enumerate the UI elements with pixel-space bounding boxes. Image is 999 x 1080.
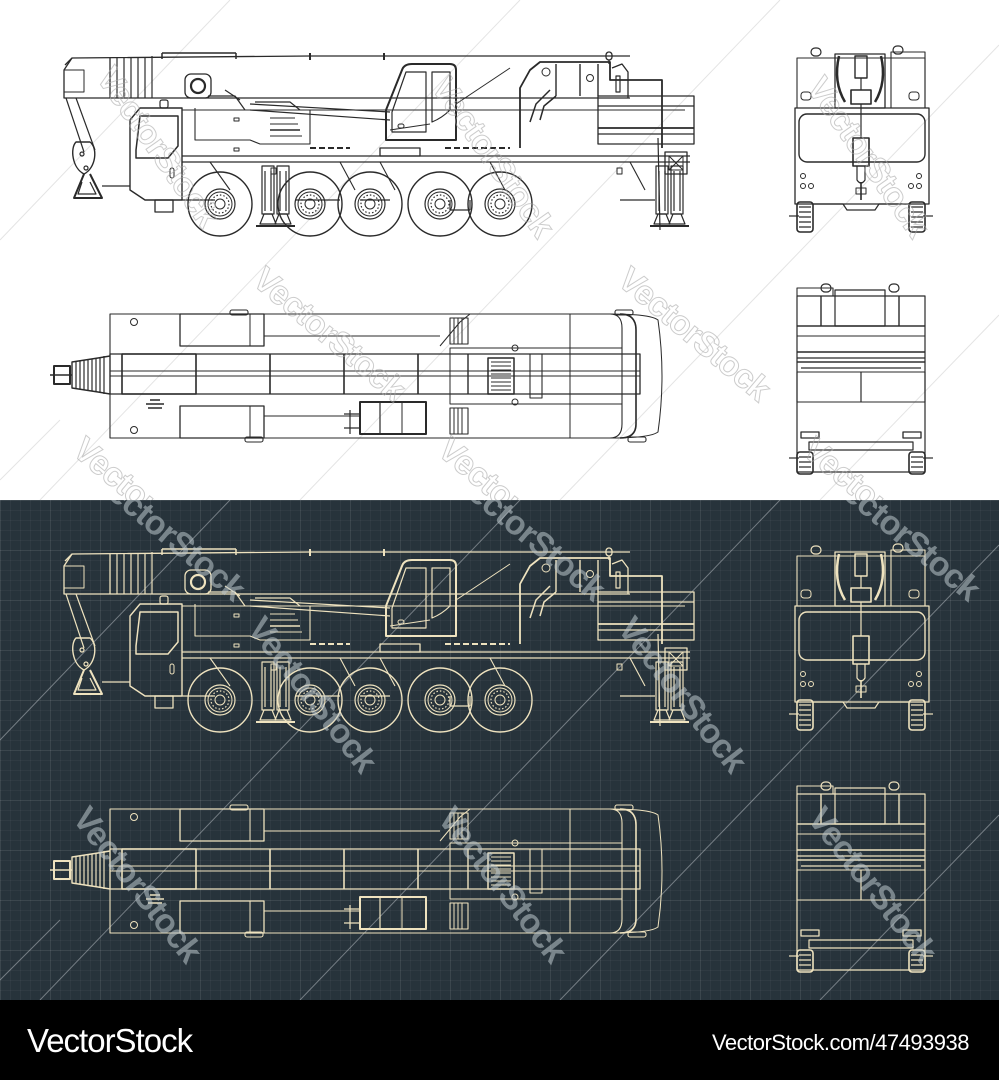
image-url: VectorStock.com/47493938 [711, 1030, 970, 1055]
crane-rear-view [788, 283, 934, 475]
footer-bar: VectorStock VectorStock.com/47493938 [0, 1000, 999, 1080]
crane-top-view [49, 804, 663, 938]
crane-side-view [50, 50, 710, 240]
crane-rear-view [788, 781, 934, 973]
dark-blueprint-panel: VectorStock VectorStock VectorStock Vect… [0, 500, 999, 1000]
light-blueprint-panel: VectorStock VectorStock VectorStock Vect… [0, 0, 999, 500]
crane-front-view [787, 44, 935, 234]
crane-side-view [50, 546, 710, 736]
brand-logo: VectorStock [27, 1022, 193, 1059]
crane-top-view [49, 309, 663, 443]
crane-front-view [787, 542, 935, 732]
